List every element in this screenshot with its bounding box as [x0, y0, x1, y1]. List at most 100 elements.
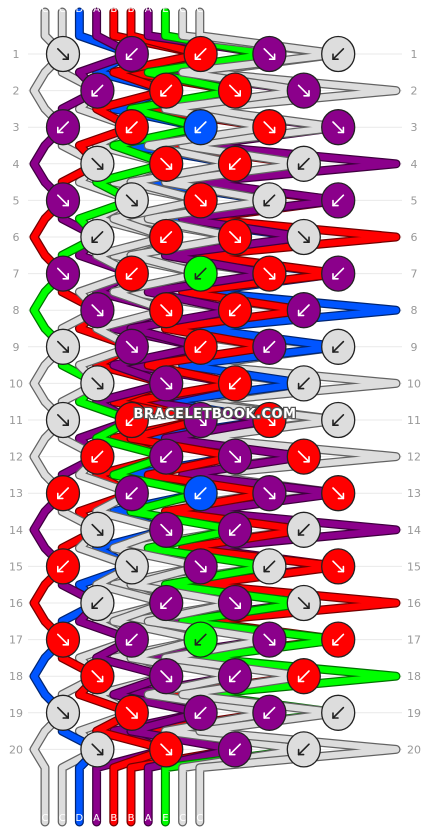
arrow-head-icon [91, 602, 98, 610]
arrow-head-icon [62, 346, 69, 353]
direction-arrow-icon [332, 413, 345, 427]
direction-arrow-icon [91, 304, 104, 317]
direction-arrow-icon [297, 523, 310, 536]
knot [252, 109, 287, 146]
arrow-head-icon [229, 675, 236, 683]
direction-arrow-icon [229, 84, 241, 97]
arrow-head-icon [91, 455, 98, 463]
knot [321, 621, 356, 658]
direction-arrow-icon [56, 47, 69, 61]
arrow-head-icon [125, 492, 133, 500]
knot [80, 511, 115, 548]
knot [149, 584, 184, 622]
string-label-bottom: A [93, 813, 100, 824]
direction-arrow-icon [332, 560, 345, 573]
arrow-head-icon [96, 163, 104, 170]
direction-arrow-icon [125, 487, 138, 500]
direction-arrow-icon [263, 413, 276, 427]
direction-arrow-icon [332, 194, 345, 207]
knot [286, 218, 321, 256]
arrow-head-icon [91, 90, 98, 97]
direction-arrow-icon [194, 633, 207, 646]
direction-arrow-icon [263, 340, 276, 353]
knot [321, 475, 356, 512]
direction-arrow-icon [332, 487, 345, 500]
string-label-bottom: C [42, 813, 49, 824]
direction-arrow-icon [229, 523, 241, 536]
arrow-head-icon [56, 492, 64, 500]
row-number-right: 11 [407, 414, 421, 427]
row-number-left: 16 [9, 597, 23, 610]
direction-arrow-icon [332, 47, 345, 61]
arrow-head-icon [125, 419, 133, 427]
direction-arrow-icon [56, 340, 69, 353]
row-number-left: 17 [9, 634, 23, 647]
arrow-head-icon [96, 675, 104, 683]
direction-arrow-icon [297, 231, 310, 243]
string-label-top: B [110, 4, 117, 15]
arrow-head-icon [131, 712, 138, 719]
knot [252, 475, 287, 512]
knot [321, 255, 356, 292]
string-label-top: E [162, 4, 168, 15]
arrow-head-icon [194, 53, 202, 61]
row-number-right: 1 [411, 48, 418, 61]
arrow-head-icon [56, 126, 64, 134]
row-number-right: 9 [411, 341, 418, 354]
knot [114, 328, 149, 365]
direction-arrow-icon [194, 413, 207, 427]
knot [114, 621, 149, 658]
row-number-left: 18 [9, 670, 23, 683]
knot [252, 35, 287, 73]
direction-arrow-icon [160, 304, 173, 317]
arrow-head-icon [200, 565, 207, 573]
direction-arrow-icon [56, 121, 69, 134]
row-number-left: 14 [9, 524, 23, 537]
row-number-left: 8 [13, 304, 20, 317]
arrow-head-icon [332, 638, 339, 646]
arrow-head-icon [194, 126, 202, 134]
arrow-head-icon [229, 382, 236, 390]
direction-arrow-icon [297, 304, 310, 317]
direction-arrow-icon [263, 560, 276, 573]
knot [286, 731, 321, 768]
row-number-left: 3 [13, 121, 20, 134]
knot [114, 109, 149, 146]
knot [252, 401, 287, 439]
arrow-head-icon [263, 346, 271, 353]
knot [217, 584, 253, 622]
arrow-head-icon [332, 199, 339, 207]
row-number-right: 5 [411, 194, 418, 207]
arrow-head-icon [194, 346, 202, 353]
knot [321, 328, 356, 365]
row-number-left: 11 [9, 414, 23, 427]
direction-arrow-icon [56, 487, 69, 500]
direction-arrow-icon [229, 450, 241, 463]
knot [286, 292, 321, 329]
direction-arrow-icon [332, 706, 345, 719]
knot [252, 694, 287, 731]
arrow-head-icon [268, 272, 276, 280]
knot [286, 72, 321, 109]
direction-arrow-icon [91, 450, 104, 463]
row-number-right: 18 [407, 670, 421, 683]
direction-arrow-icon [160, 743, 173, 756]
direction-arrow-icon [56, 267, 69, 280]
string-label-top: C [42, 4, 49, 15]
string-label-top: C [59, 4, 66, 15]
string-label-bottom: C [179, 813, 186, 824]
row-number-right: 6 [411, 231, 418, 244]
arrow-head-icon [165, 382, 173, 390]
direction-arrow-icon [125, 706, 138, 719]
arrow-head-icon [96, 382, 104, 390]
direction-arrow-icon [194, 121, 207, 134]
direction-arrow-icon [160, 450, 173, 463]
arrow-head-icon [165, 163, 173, 170]
knot [114, 182, 149, 219]
row-number-right: 16 [407, 597, 421, 610]
knot [217, 511, 253, 548]
direction-arrow-icon [160, 84, 173, 97]
direction-arrow-icon [297, 596, 310, 610]
arrow-head-icon [96, 748, 104, 756]
row-number-right: 7 [411, 268, 418, 281]
